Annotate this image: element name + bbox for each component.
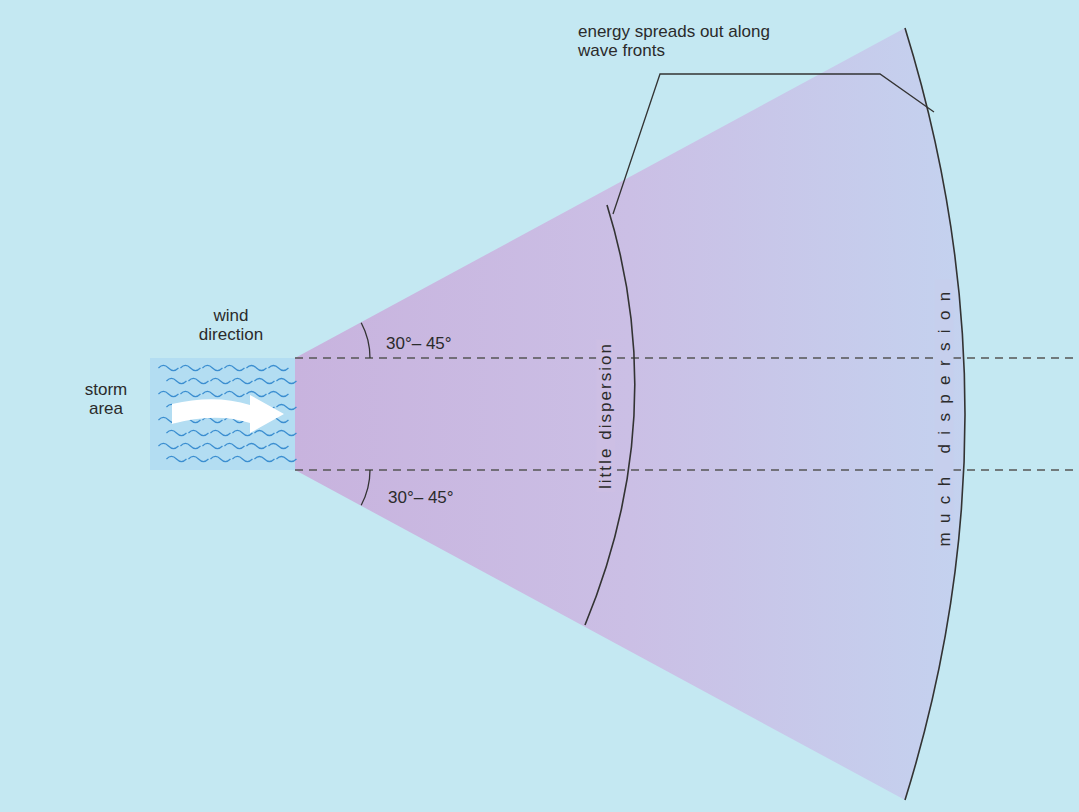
wave-stroke xyxy=(276,431,296,436)
wave-front xyxy=(585,205,635,625)
wave-stroke xyxy=(180,444,200,449)
wind-label: wind direction xyxy=(183,306,279,344)
wave-stroke xyxy=(232,431,252,436)
wave-stroke xyxy=(246,392,266,397)
storm-waves xyxy=(158,366,296,462)
dispersion-label: much dispersion xyxy=(935,279,954,549)
wave-front-note: energy spreads out along wave fronts xyxy=(578,22,778,60)
wave-stroke xyxy=(232,379,252,384)
wave-stroke xyxy=(254,457,274,462)
dashed-guide xyxy=(295,357,1079,358)
wave-stroke xyxy=(202,366,222,371)
energy-fan xyxy=(295,28,965,800)
dashed-guide xyxy=(295,469,1079,470)
wave-stroke xyxy=(158,366,178,371)
wave-stroke xyxy=(202,444,222,449)
wave-stroke xyxy=(276,405,296,410)
wave-stroke xyxy=(166,379,186,384)
angle-label: 30°– 45° xyxy=(386,334,452,353)
angle-arc xyxy=(361,470,370,505)
wave-stroke xyxy=(188,379,208,384)
angle-label: 30°– 45° xyxy=(388,488,454,507)
wave-stroke xyxy=(158,392,178,397)
wave-stroke xyxy=(232,457,252,462)
storm-area-patch xyxy=(150,358,295,470)
storm-label: storm area xyxy=(66,380,146,418)
wave-stroke xyxy=(246,444,266,449)
wave-stroke xyxy=(224,392,244,397)
angle-arc xyxy=(361,323,370,358)
wave-front xyxy=(905,28,965,800)
wave-stroke xyxy=(268,366,288,371)
wave-stroke xyxy=(188,457,208,462)
wave-stroke xyxy=(180,366,200,371)
wave-stroke xyxy=(166,457,186,462)
wave-stroke xyxy=(202,418,222,423)
wave-stroke xyxy=(188,431,208,436)
wave-stroke xyxy=(276,457,296,462)
wave-stroke xyxy=(180,392,200,397)
wave-stroke xyxy=(210,379,230,384)
leader-line xyxy=(613,74,934,214)
wave-stroke xyxy=(246,366,266,371)
wave-stroke xyxy=(254,379,274,384)
wave-stroke xyxy=(224,366,244,371)
wave-stroke xyxy=(276,379,296,384)
wave-stroke xyxy=(210,457,230,462)
wave-stroke xyxy=(254,431,274,436)
wave-stroke xyxy=(210,431,230,436)
wave-stroke xyxy=(268,392,288,397)
wave-stroke xyxy=(224,444,244,449)
wave-stroke xyxy=(202,392,222,397)
wave-stroke xyxy=(166,431,186,436)
wind-arrow xyxy=(172,395,284,433)
dispersion-label: little dispersion xyxy=(597,338,616,491)
wave-stroke xyxy=(158,444,178,449)
wave-stroke xyxy=(268,444,288,449)
